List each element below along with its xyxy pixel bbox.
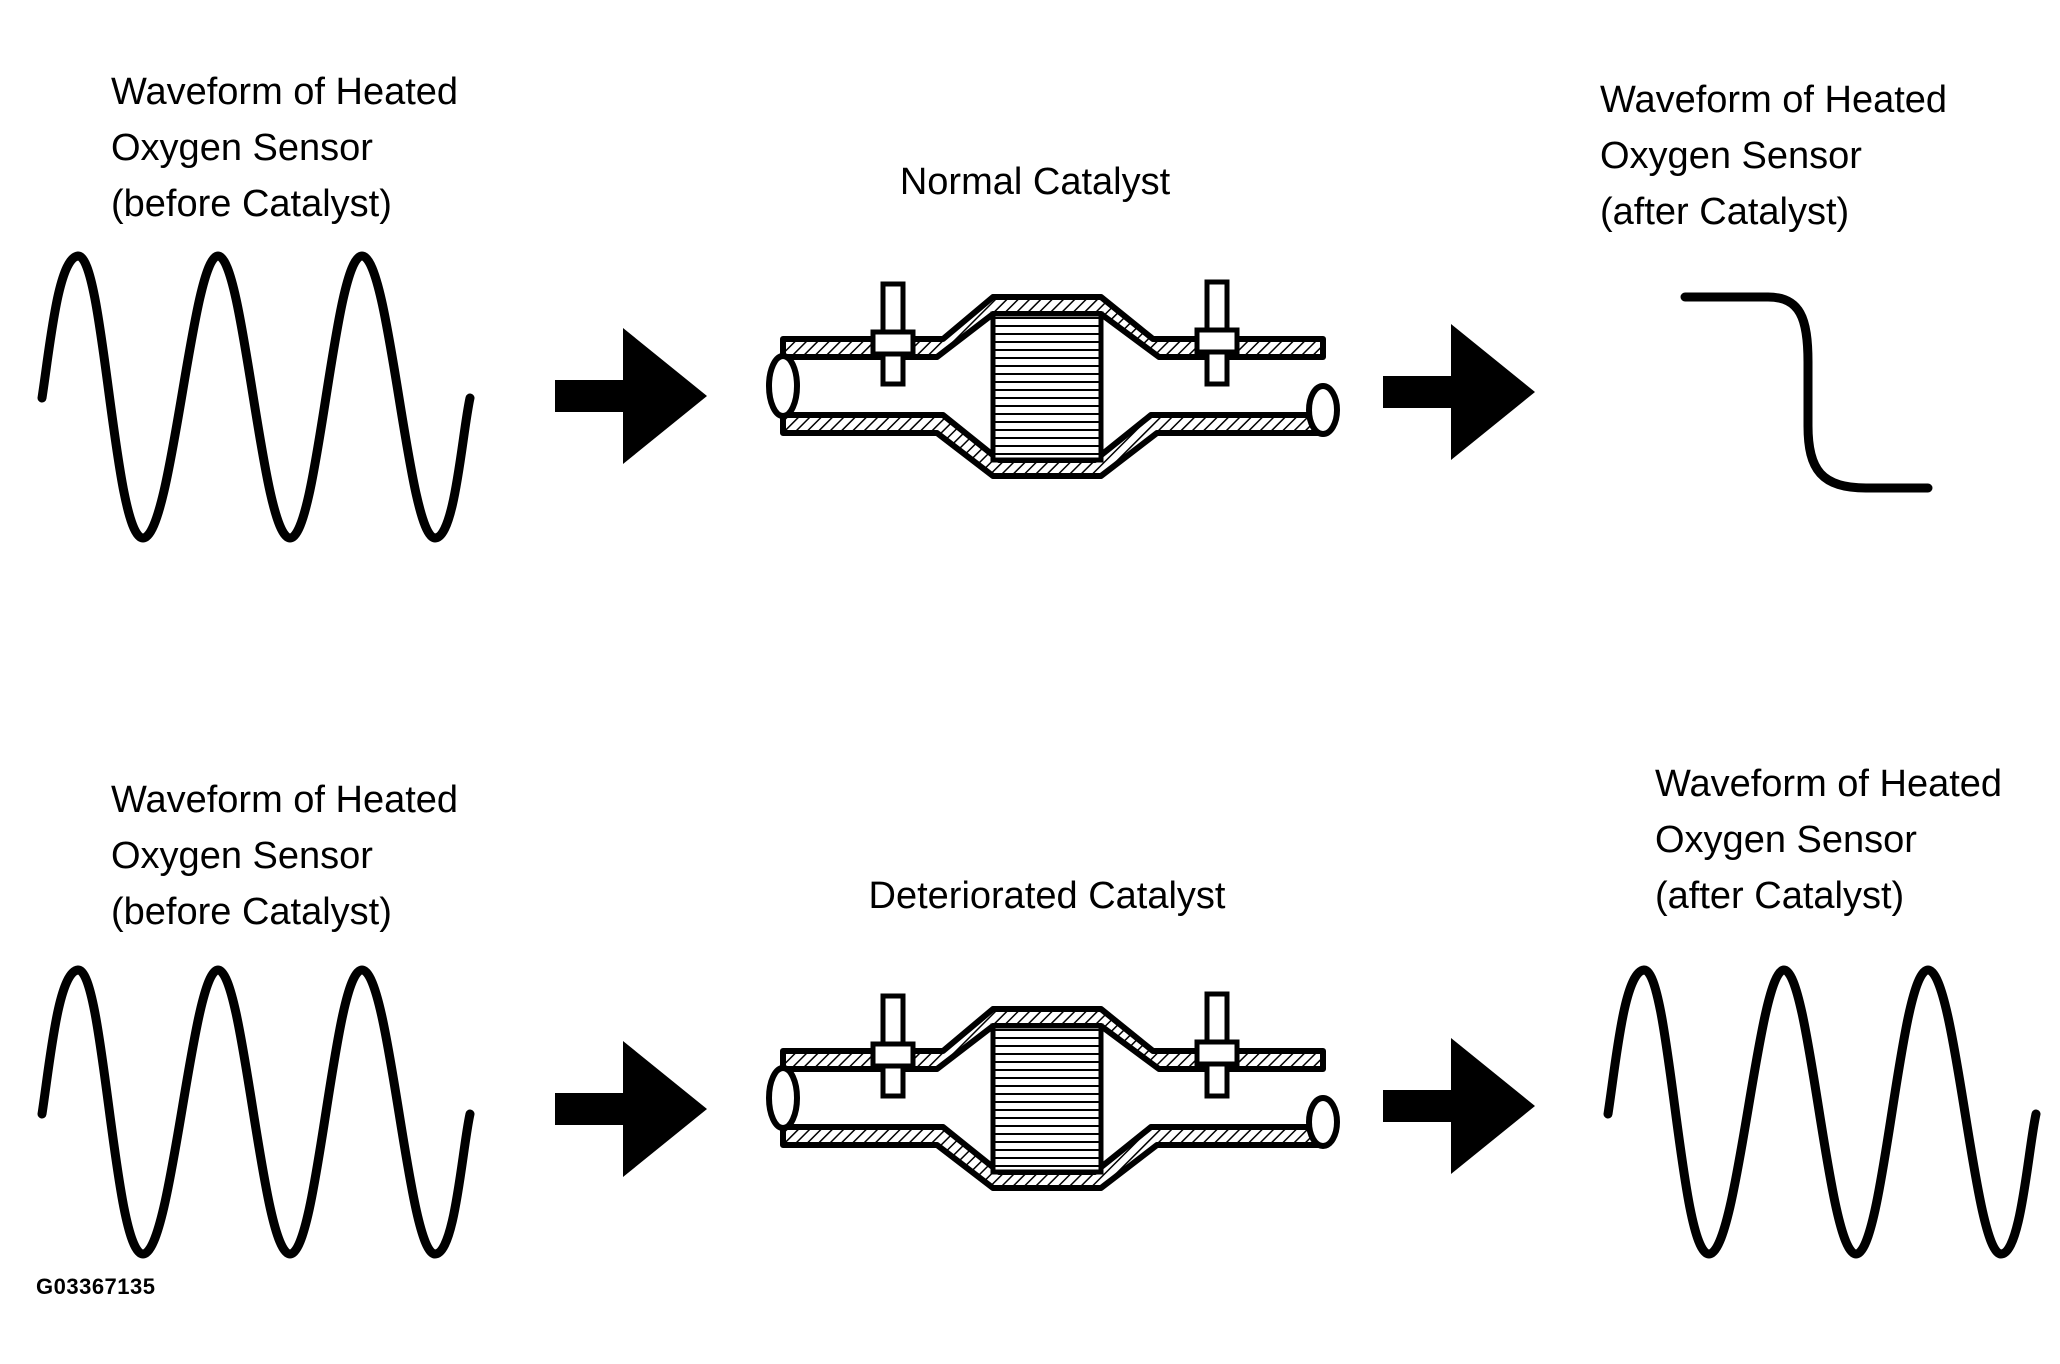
catalyst-label-deteriorated: Deteriorated Catalyst [868,875,1226,917]
before-catalyst-label-deteriorated: Waveform of Heated Oxygen Sensor (before… [111,779,459,933]
arrow-icon [555,328,707,464]
arrow-icon [555,1041,707,1177]
after-waveform-normal [1680,292,1933,493]
arrow-icon [1383,1038,1535,1174]
after-catalyst-label-normal: Waveform of Heated Oxygen Sensor (after … [1600,79,1948,233]
before-catalyst-label-normal: Waveform of Heated Oxygen Sensor (before… [111,71,459,225]
figure-id: G03367135 [36,1274,156,1299]
before-waveform-deteriorated [37,965,475,1259]
arrow-icon [1383,324,1535,460]
after-waveform-deteriorated [1603,965,2041,1259]
catalyst-label-normal: Normal Catalyst [899,161,1171,203]
catalytic-converter-deteriorated [769,994,1337,1188]
catalytic-converter-normal [769,282,1337,476]
after-catalyst-label-deteriorated: Waveform of Heated Oxygen Sensor (after … [1655,763,2003,917]
before-waveform-normal [37,251,475,543]
